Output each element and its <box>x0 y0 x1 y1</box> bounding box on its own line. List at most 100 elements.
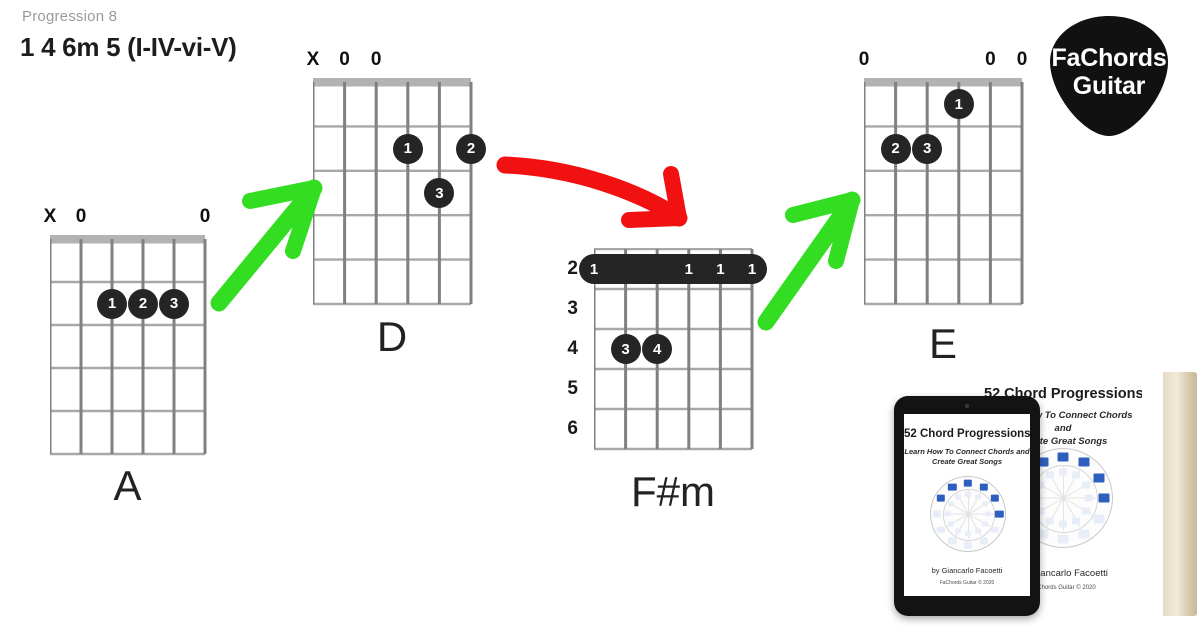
fret-number-3: 3 <box>567 298 578 319</box>
chord-wheel-chip-inner <box>955 528 962 534</box>
tablet-book-copyright: FaChords Guitar © 2020 <box>939 580 995 586</box>
finger-dot-1-string-4-fret-2: 1 <box>392 133 423 164</box>
fret-number-4: 4 <box>567 338 578 359</box>
chord-wheel-chip-inner <box>947 501 954 507</box>
chord-wheel-chip-inner <box>1085 494 1093 502</box>
chord-wheel-chip-inner <box>974 528 981 534</box>
finger-dot-1-string-4-fret-1: 1 <box>943 89 974 120</box>
muted-string-marker-string-1: X <box>43 206 57 227</box>
arrow-d-to-fsharpm <box>496 156 688 228</box>
finger-dot-2-string-2-fret-2: 2 <box>880 133 911 164</box>
open-string-marker-string-3: 0 <box>370 49 382 70</box>
open-string-marker-string-6: 0 <box>199 206 211 227</box>
open-string-marker-string-2: 0 <box>75 206 87 227</box>
chord-wheel-chip <box>1057 452 1069 462</box>
chord-wheel-chip-inner <box>1059 520 1067 528</box>
finger-dot-1-string-6: 1 <box>737 254 767 284</box>
arrow-fsharpm-to-e <box>757 191 861 331</box>
open-string-marker-string-1: 0 <box>858 49 870 70</box>
chord-wheel-chip-inner <box>1059 468 1067 476</box>
chord-wheel-chip-inner <box>982 521 989 527</box>
chord-wheel-chip <box>1093 514 1104 523</box>
chord-wheel-chip <box>1098 493 1110 503</box>
chord-wheel-spoke <box>1063 465 1064 498</box>
chord-wheel-chip-inner <box>974 494 981 500</box>
tablet-screen: 52 Chord Progressions Learn How To Conne… <box>904 414 1030 596</box>
chord-name-a: A <box>113 462 142 509</box>
finger-dot-1-string-4: 1 <box>673 254 704 284</box>
chord-wheel-chip <box>979 483 988 491</box>
chord-wheel-chip-inner <box>947 521 954 527</box>
chord-wheel-chip <box>1057 534 1069 544</box>
progression-label: Progression 8 <box>22 8 118 25</box>
chord-wheel-chip <box>1037 529 1048 538</box>
tablet-camera-icon <box>965 404 969 408</box>
chord-wheel-chip-inner <box>1046 517 1054 525</box>
promo-book-graphic[interactable]: 52 Chord Progressions Learn How To Conne… <box>878 358 1200 628</box>
fretboard-grid <box>864 78 1024 306</box>
chord-wheel-chip-inner <box>1081 507 1090 515</box>
open-string-marker-string-5: 0 <box>985 49 996 70</box>
tablet-book-title: 52 Chord Progressions <box>904 428 1030 440</box>
page-title: 1 4 6m 5 (I-IV-vi-V) <box>20 32 237 62</box>
chord-name-d: D <box>376 313 408 360</box>
fret-number-5: 5 <box>567 378 578 399</box>
fachords-logo[interactable]: FaChords Guitar <box>1046 14 1172 138</box>
finger-dot-1-string-5: 1 <box>705 254 736 284</box>
finger-dot-3-string-5-fret-2: 3 <box>159 288 189 319</box>
chord-name-e: E <box>928 320 957 367</box>
logo-line-1: FaChords <box>1051 44 1167 72</box>
guitar-pick-icon <box>1050 16 1168 136</box>
chord-wheel-chip <box>948 483 957 491</box>
chord-wheel-chip <box>936 526 946 533</box>
chord-wheel-chip <box>963 479 973 487</box>
chord-wheel-chip <box>963 541 973 549</box>
tablet-subtitle-line-2: Create Great Songs <box>931 457 1003 467</box>
chord-wheel-chip-inner <box>945 511 952 517</box>
chord-name-fsharpm: F#m <box>631 468 715 515</box>
chord-wheel-chip <box>1093 473 1104 482</box>
chord-wheel-chip-inner <box>982 501 989 507</box>
book-copyright: FaChords Guitar © 2020 <box>1030 585 1096 591</box>
chord-wheel-chip-inner <box>1046 471 1054 479</box>
finger-dot-2-string-4-fret-2: 2 <box>128 288 158 319</box>
muted-string-marker-string-1: X <box>306 49 320 70</box>
chord-wheel-chip-inner <box>1036 507 1045 515</box>
finger-dot-2-string-6-fret-2: 2 <box>456 133 486 164</box>
chord-wheel-chip <box>932 510 942 518</box>
arrow-a-to-d <box>210 179 323 312</box>
fretboard-grid <box>50 235 207 456</box>
chord-wheel-chip <box>936 494 946 502</box>
chord-wheel-chip <box>990 526 1000 533</box>
logo-line-2: Guitar <box>1072 72 1146 100</box>
chord-wheel-chip <box>979 537 988 545</box>
fret-number-2: 2 <box>567 258 578 279</box>
chord-wheel-chip <box>1078 529 1089 538</box>
chord-wheel-chip-inner <box>984 511 991 517</box>
tablet-book-author: by Giancarlo Facoetti <box>931 566 1003 575</box>
chord-wheel-chip <box>994 510 1004 518</box>
chord-wheel-chip-inner <box>1072 471 1080 479</box>
chord-wheel-spoke <box>968 488 969 514</box>
book-author: by Giancarlo Facoetti <box>1018 568 1108 579</box>
chord-wheel-chip-inner <box>1036 481 1045 489</box>
finger-dot-4-string-3-fret-4: 4 <box>642 334 673 364</box>
book-subtitle-line-2: Create Great Songs <box>1018 435 1108 447</box>
finger-dot-3-string-5-fret-3: 3 <box>424 178 455 208</box>
finger-dot-1-string-3-fret-2: 1 <box>97 288 127 319</box>
chord-wheel-chip-inner <box>964 491 972 497</box>
tablet-chord-wheel <box>930 476 1006 552</box>
book-subtitle: Learn How To Connect Chords and Create G… <box>984 410 1142 448</box>
tablet-device: 52 Chord Progressions Learn How To Conne… <box>894 396 1040 616</box>
tablet-book-subtitle: Learn How To Connect Chords and Create G… <box>904 447 1030 467</box>
open-string-marker-string-2: 0 <box>339 49 350 70</box>
chord-wheel-chip <box>1037 457 1048 467</box>
finger-dot-1-string-1: 1 <box>579 254 609 284</box>
chord-wheel-chip-inner <box>964 531 972 537</box>
chord-wheel-chip-inner <box>1081 481 1090 489</box>
finger-dot-3-string-2-fret-4: 3 <box>610 334 641 364</box>
